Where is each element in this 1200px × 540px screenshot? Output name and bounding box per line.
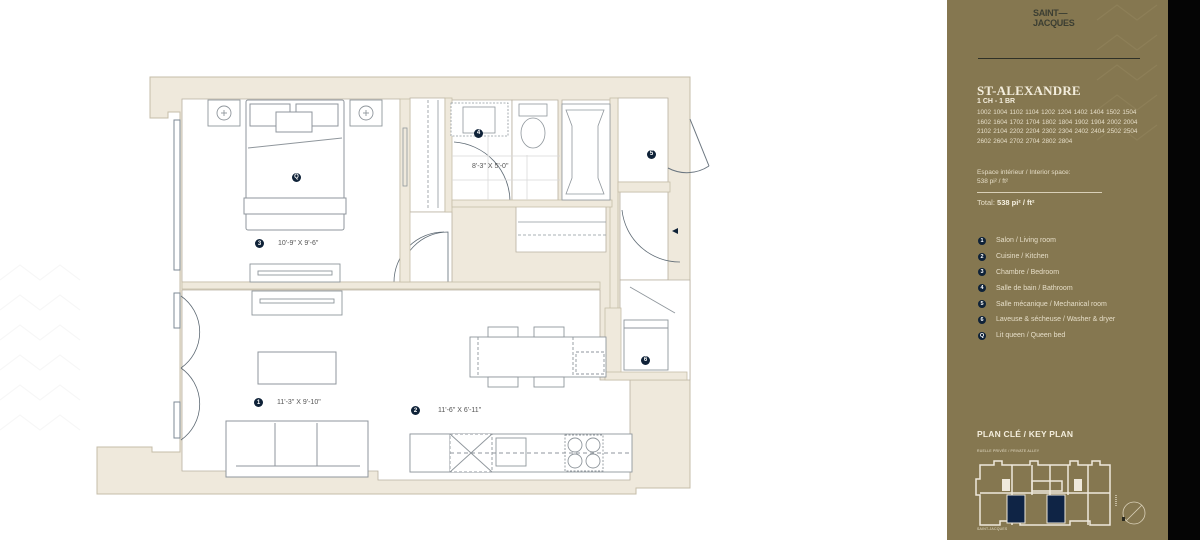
kitchen-marker: 2 (411, 406, 420, 415)
divider (978, 58, 1140, 59)
kitchen-dimensions: 11'-6" X 6'-11" (438, 407, 482, 414)
marker-icon: 5 (978, 300, 986, 309)
floorplan-area: Q 3 10'-9" X 9'-6" 4 8'-3" X 5'-0" 5 6 1… (0, 0, 947, 540)
bathroom-dimensions: 8'-3" X 5'-0" (472, 163, 509, 170)
marker-icon: 1 (978, 236, 986, 245)
laundry-marker: 6 (641, 348, 650, 366)
marker-icon: 4 (978, 284, 986, 293)
unit-type: 1 CH - 1 BR (977, 98, 1016, 105)
bedroom-dimensions: 10'-9" X 9'-6" (278, 240, 319, 247)
kitchen-label: 2 11'-6" X 6'-11" (411, 406, 481, 415)
key-plan-bottom-label: SAINT-JACQUES (977, 527, 1008, 531)
black-margin (1168, 0, 1200, 540)
divider (977, 192, 1102, 193)
unit-floorplan (96, 76, 710, 495)
living-room-marker: 1 (254, 398, 263, 407)
marker-icon: 6 (978, 315, 986, 324)
unit-numbers: 1002 1004 1102 1104 1202 1204 1402 1404 … (977, 109, 1138, 145)
unit-name: ST-ALEXANDRE (977, 83, 1081, 98)
compass-icon (1122, 501, 1146, 525)
bathroom-marker: 4 (474, 121, 483, 139)
living-room-dimensions: 11'-3" X 9'-10" (277, 399, 321, 406)
chevron-pattern (1096, 4, 1158, 141)
marker-icon: 3 (978, 268, 986, 277)
key-plan-diagram (975, 460, 1146, 526)
bedroom-marker: 3 (255, 239, 264, 248)
total-area: Total: 538 pi² / ft² (977, 198, 1035, 207)
key-plan-title: PLAN CLÉ / KEY PLAN (977, 429, 1074, 439)
marker-icon: 2 (978, 252, 986, 261)
key-plan-top-label: RUELLE PRIVÉE / PRIVATE ALLEY (977, 449, 1040, 453)
interior-space-value: 538 pi² / ft² (977, 178, 1009, 185)
bedroom-label: 3 10'-9" X 9'-6" (255, 239, 318, 248)
total-label: Total: (977, 198, 995, 207)
living-room-label: 1 11'-3" X 9'-10" (254, 398, 321, 407)
bed-marker: Q (292, 165, 301, 183)
mechanical-marker: 5 (647, 142, 656, 160)
total-value: 538 pi² / ft² (997, 198, 1035, 207)
marker-icon: Q (978, 331, 986, 340)
interior-space: Espace intérieur / Interior space: 538 p… (977, 168, 1071, 186)
brand-logo: SAINT— JACQUES (1033, 8, 1075, 28)
info-panel: SAINT— JACQUES ST-ALEXANDRE 1 CH - 1 BR … (947, 0, 1168, 540)
background-pattern (0, 264, 81, 431)
interior-space-label: Espace intérieur / Interior space: (977, 169, 1071, 176)
